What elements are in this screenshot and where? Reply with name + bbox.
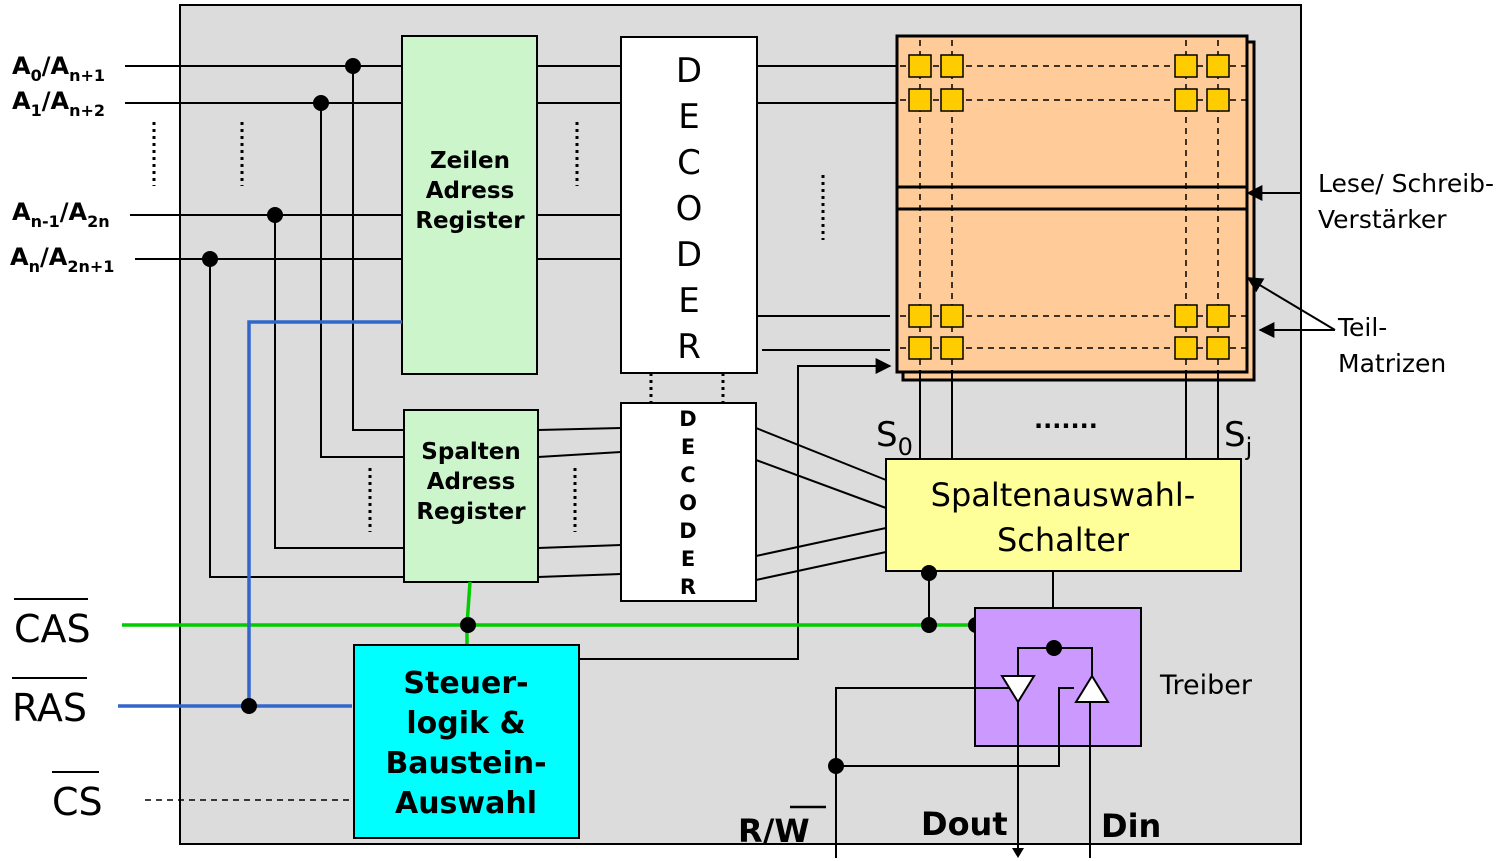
row-decoder-outputs <box>757 65 897 351</box>
rw-label: R/W <box>738 812 810 850</box>
row-dec-letters-0: D <box>676 51 702 91</box>
control-logic-line3: Baustein- <box>385 746 546 781</box>
col-register-line3: Register <box>416 499 526 525</box>
memory-cell <box>1206 304 1230 328</box>
row-dec-letters-3: O <box>676 189 703 229</box>
memory-cell <box>940 336 964 360</box>
memory-cell <box>1174 304 1198 328</box>
memory-cells <box>908 54 1230 360</box>
memory-cell <box>1206 336 1230 360</box>
column-select-switch <box>885 458 1242 572</box>
switch-line1: Spaltenauswahl- <box>931 476 1196 514</box>
memory-cell <box>908 54 932 78</box>
row-dec-letters-4: D <box>676 235 702 275</box>
select-line-s0: S0 <box>876 415 913 461</box>
row-dec-letters-5: E <box>678 281 699 321</box>
sense-amp-line1: Lese/ Schreib- <box>1318 169 1494 198</box>
control-logic-line4: Auswahl <box>395 786 537 821</box>
row-address-register <box>401 35 538 375</box>
control-logic-line2: logik & <box>406 706 525 741</box>
control-to-matrix-line <box>579 358 892 660</box>
driver-label: Treiber <box>1159 670 1253 701</box>
submatrix-line2: Matrizen <box>1338 349 1446 378</box>
control-logic-line1: Steuer- <box>403 666 528 701</box>
memory-cell <box>908 304 932 328</box>
col-register-line1: Spalten <box>421 439 520 465</box>
row-register-line3: Register <box>415 208 525 234</box>
address-label-1: A1/An+2 <box>12 87 105 120</box>
memory-cell <box>940 304 964 328</box>
memory-cell <box>940 88 964 112</box>
memory-cell <box>1206 88 1230 112</box>
row-register-line1: Zeilen <box>430 148 510 174</box>
address-label-0: A0/An+1 <box>12 52 105 85</box>
memory-matrix <box>895 34 1256 382</box>
memory-cell <box>1174 88 1198 112</box>
address-label-2: An-1/A2n <box>12 198 110 231</box>
din-label: Din <box>1101 807 1161 845</box>
select-line-dots: ....... <box>1034 406 1098 434</box>
column-decoder <box>620 402 757 602</box>
row-dec-letters-1: E <box>678 97 699 137</box>
col-dec-letters-2: C <box>680 463 695 487</box>
driver-wiring <box>835 647 1093 858</box>
submatrix-line1: Teil- <box>1337 313 1387 342</box>
switch-line2: Schalter <box>997 521 1130 559</box>
col-dec-letters-4: D <box>679 519 696 543</box>
col-dec-letters-1: E <box>681 435 695 459</box>
col-dec-letters-5: E <box>681 547 695 571</box>
submatrix-arrow-1 <box>1246 277 1336 331</box>
address-label-3: An/A2n+1 <box>10 243 114 276</box>
memory-cell <box>1206 54 1230 78</box>
cs-label: CS <box>52 780 103 824</box>
col-dec-letters-0: D <box>679 407 696 431</box>
memory-cell <box>1174 336 1198 360</box>
col-dec-letters-3: O <box>679 491 697 515</box>
dout-arrow-icon <box>1012 848 1024 858</box>
row-dec-letters-2: C <box>677 143 701 183</box>
memory-cell <box>908 336 932 360</box>
address-junctions <box>202 58 361 267</box>
cas-label: CAS <box>14 607 91 651</box>
rw-junction <box>828 758 844 774</box>
input-buffer-icon <box>1074 674 1110 703</box>
row-register-line2: Adress <box>426 178 515 204</box>
sense-amp-line2: Verstärker <box>1318 205 1447 234</box>
dout-label: Dout <box>921 805 1008 843</box>
bit-lines <box>919 370 1219 460</box>
row-decoder <box>620 36 758 374</box>
row-dec-letters-6: R <box>677 327 701 367</box>
memory-cell <box>940 54 964 78</box>
col-dec-letters-6: R <box>680 575 696 599</box>
control-logic-block <box>353 644 580 839</box>
col-register-outputs <box>537 427 622 578</box>
select-line-sj: Sj <box>1224 415 1252 461</box>
ras-line <box>118 320 402 708</box>
ellipsis-dots <box>152 122 825 532</box>
col-decoder-outputs <box>755 427 887 581</box>
output-buffer-icon <box>1000 675 1036 704</box>
col-register-line2: Adress <box>427 469 516 495</box>
column-address-register <box>403 409 539 583</box>
driver-junction <box>1046 640 1062 656</box>
row-register-outputs <box>537 65 621 260</box>
ras-label: RAS <box>12 686 87 730</box>
memory-cell <box>1174 54 1198 78</box>
memory-cell <box>908 88 932 112</box>
